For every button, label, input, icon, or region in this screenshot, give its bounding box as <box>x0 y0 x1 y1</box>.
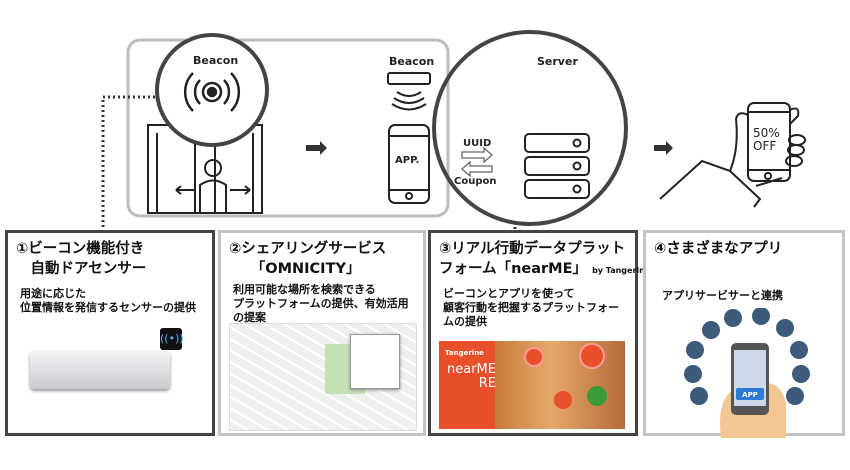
beacon-label: Beacon <box>389 55 435 68</box>
app-label: APP. <box>395 155 420 166</box>
offer-off: OFF <box>753 139 777 153</box>
card-nearme: ③リアル行動データプラット フォーム「nearME」 by Tangerine … <box>428 230 650 436</box>
card-description: 用途に応じた 位置情報を発信するセンサーの提供 <box>20 287 196 314</box>
card-various-apps: ④さまざまなアプリ アプリサービサーと連携 APP <box>643 230 845 438</box>
beacon-signal-icon <box>183 72 241 112</box>
beacon-signal-badge-icon: ((•)) <box>160 328 184 350</box>
door-sensor-image <box>30 351 170 389</box>
hand-holding-phone-icon <box>659 102 806 208</box>
uuid-arrow-icon <box>461 146 493 164</box>
card-title: ④さまざまなアプリ <box>654 241 783 257</box>
coupon-arrow-icon <box>461 160 493 178</box>
map-screenshot <box>229 323 417 431</box>
arrow-right-icon <box>654 141 673 155</box>
arrow-right-icon <box>306 141 327 155</box>
server-icon <box>524 133 590 199</box>
offer-percent: 50% <box>753 126 780 140</box>
card-omnicity: ②シェアリングサービス 「OMNICITY」 利用可能な場所を検索できる プラッ… <box>218 230 426 436</box>
server-label: Server <box>537 55 578 68</box>
card-title: ②シェアリングサービス 「OMNICITY」 <box>229 241 387 277</box>
dotted-connector-1 <box>101 95 158 232</box>
uuid-label: UUID <box>463 138 492 149</box>
card-title: ③リアル行動データプラット フォーム「nearME」 by Tangerine <box>439 239 650 281</box>
card-description: アプリサービサーと連携 <box>662 289 783 302</box>
banner-brand: Tangerine <box>445 349 484 357</box>
smartphone-app-icon <box>388 124 430 204</box>
nearme-banner-image: Tangerine nearME RE <box>439 341 625 429</box>
by-tangerine: by Tangerine <box>592 266 651 275</box>
coupon-label: Coupon <box>454 176 497 187</box>
app-services-icons: APP <box>684 308 810 438</box>
card-title: ①ビーコン機能付き 自動ドアセンサー <box>16 241 147 277</box>
card-beacon-door-sensor: ①ビーコン機能付き 自動ドアセンサー 用途に応じた 位置情報を発信するセンサーの… <box>5 230 215 436</box>
beacon-device-icon <box>387 72 431 111</box>
banner-title: nearME RE <box>447 362 496 391</box>
card-title-text: ③リアル行動データプラット フォーム「nearME」 <box>439 241 626 277</box>
app-badge-label: APP <box>742 391 758 399</box>
server-highlight-circle <box>432 30 628 226</box>
card-description: 利用可能な場所を検索できる プラットフォームの提供、有効活用 の提案 <box>233 283 409 324</box>
beacon-label: Beacon <box>193 54 239 67</box>
offer-text: 50%OFF <box>753 127 780 153</box>
card-description: ビーコンとアプリを使って 顧客行動を把握するプラットフォー ムの提供 <box>443 287 619 328</box>
entrance-frame <box>126 38 450 218</box>
